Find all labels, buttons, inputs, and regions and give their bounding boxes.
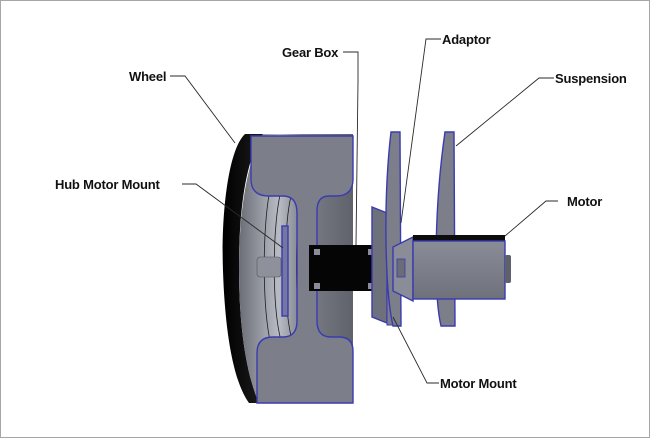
label-gear-box: Gear Box: [282, 45, 339, 60]
leader-adaptor: [400, 38, 441, 224]
wheel-section: [250, 135, 354, 404]
leader-gear-box: [343, 51, 359, 246]
motor: [392, 235, 511, 303]
leader-motor: [504, 200, 558, 237]
gear-box: [309, 245, 379, 291]
hub-motor-mount-plate: [281, 225, 289, 317]
motor-top-band: [413, 235, 505, 241]
wheel-tire: [222, 134, 263, 403]
motor-end-cap: [505, 255, 511, 283]
label-hub-motor-mount: Hub Motor Mount: [55, 177, 160, 192]
leader-suspension: [455, 77, 554, 147]
label-motor-mount: Motor Mount: [440, 376, 517, 391]
hub-axle: [256, 256, 282, 278]
gear-box-body: [309, 245, 379, 291]
label-adaptor: Adaptor: [442, 32, 491, 47]
leader-lines: [170, 38, 558, 384]
label-suspension: Suspension: [555, 71, 627, 86]
label-wheel: Wheel: [129, 69, 166, 84]
leader-wheel: [170, 75, 236, 144]
leader-motor-mount: [392, 316, 439, 384]
label-motor: Motor: [567, 194, 602, 209]
motor-body: [412, 240, 506, 300]
adaptor-plate: [385, 131, 402, 327]
adaptor: [385, 131, 402, 327]
leader-hub-motor-mount: [182, 183, 284, 249]
wheel: [222, 134, 354, 404]
motor-mount-plate: [371, 205, 388, 325]
